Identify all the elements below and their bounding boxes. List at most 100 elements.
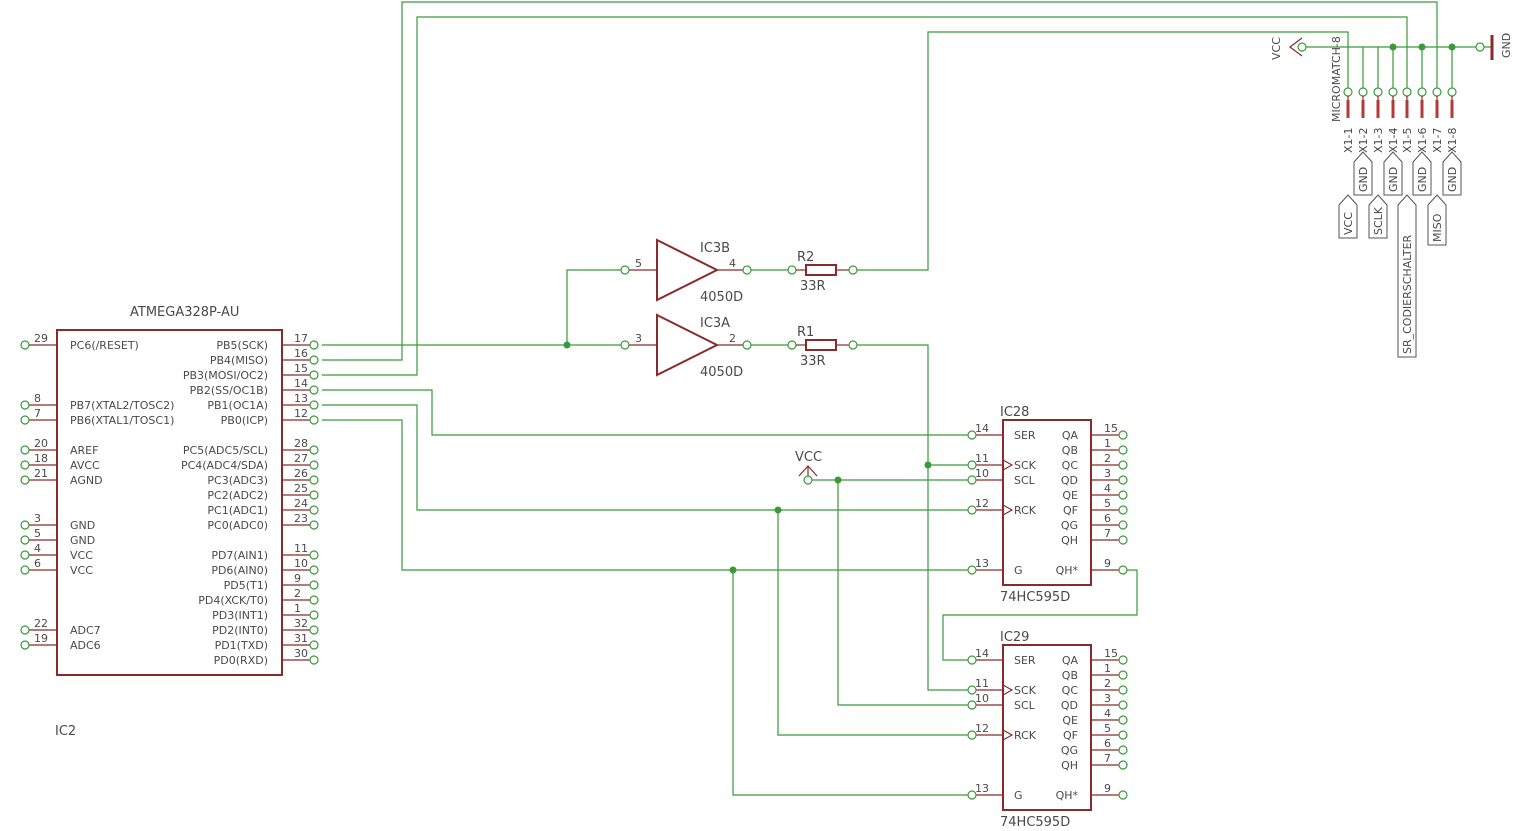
ic2-pin-name: PD5(T1)	[224, 579, 268, 592]
sr-pin-number: 2	[1104, 677, 1111, 690]
connector-name: MICROMATCH-8	[1330, 36, 1343, 122]
sr-pin-number: 1	[1104, 437, 1111, 450]
ic2-pin-number: 16	[294, 347, 308, 360]
ic2-pin-name: PD4(XCK/T0)	[198, 594, 268, 607]
sr-pin-number: 7	[1104, 752, 1111, 765]
ic2-right-pins: 17PB5(SCK)16PB4(MISO)15PB3(MOSI/OC2)14PB…	[181, 332, 319, 667]
ic3b-ref: IC3B	[700, 241, 730, 256]
sr-pin-number: 6	[1104, 512, 1111, 525]
sr-ref: IC28	[1000, 405, 1029, 420]
ic2-pin-number: 13	[294, 392, 308, 405]
ic3b-out-pin: 4	[729, 257, 736, 270]
ic2-pin-number: 20	[34, 437, 48, 450]
sr-pin-name: SCL	[1014, 699, 1036, 712]
ic2-pin-name: VCC	[70, 549, 93, 562]
ic2-pin-number: 8	[34, 392, 41, 405]
connector-pin-label: X1-6	[1416, 127, 1429, 153]
r2-ref: R2	[797, 250, 814, 265]
ic2-pin-name: ADC6	[70, 639, 101, 652]
sr-pin-number: 5	[1104, 722, 1111, 735]
connector-pin-label: X1-2	[1357, 127, 1370, 153]
ic2-pin-number: 29	[34, 332, 48, 345]
vcc-supply-mid: VCC	[795, 450, 822, 485]
ic3a-value: 4050D	[700, 365, 743, 380]
ic3b-in-pin: 5	[635, 257, 642, 270]
sr-pin-number: 2	[1104, 452, 1111, 465]
ic2-pin-number: 28	[294, 437, 308, 450]
ic2-part-label: ATMEGA328P-AU	[130, 305, 239, 320]
ic3b-value: 4050D	[700, 290, 743, 305]
ic2-pin-number: 2	[294, 587, 301, 600]
sr-pin-number: 15	[1104, 647, 1118, 660]
sr-pin-name: QC	[1062, 459, 1079, 472]
ic2-left-pins: 29PC6(/RESET)8PB7(XTAL2/TOSC2)7PB6(XTAL1…	[20, 332, 174, 652]
signal-net-label: VCC	[1338, 194, 1358, 239]
ic2-pin-name: PC6(/RESET)	[70, 339, 139, 352]
sr-pin-name: SCK	[1014, 684, 1037, 697]
gnd-label-text: GND	[1357, 167, 1370, 192]
sr-pin-number: 6	[1104, 737, 1111, 750]
sr-pin-number: 10	[975, 692, 989, 705]
sr-pin-name: QB	[1062, 669, 1078, 682]
ic2-pin-number: 23	[294, 512, 308, 525]
sr-pin-number: 3	[1104, 467, 1111, 480]
sr-pin-name: QF	[1063, 729, 1078, 742]
ic3a-in-pin: 3	[635, 332, 642, 345]
gnd-net-label: GND	[1383, 151, 1403, 196]
ic2-pin-number: 27	[294, 452, 308, 465]
sr-pin-number: 9	[1104, 782, 1111, 795]
sr-pin-name: QH*	[1056, 789, 1079, 802]
ic2-pin-name: PD2(INT0)	[212, 624, 268, 637]
resistor-r1: R1 33R	[787, 325, 858, 369]
ic2-pin-number: 21	[34, 467, 48, 480]
ic2-pin-number: 7	[34, 407, 41, 420]
sr-pin-name: QA	[1062, 429, 1079, 442]
signal-net-label: SCLK	[1368, 194, 1388, 239]
ic2-pin-name: AVCC	[70, 459, 100, 472]
sr-pin-name: G	[1014, 564, 1023, 577]
ic2-pin-name: PB5(SCK)	[216, 339, 268, 352]
sr-pin-name: SER	[1014, 654, 1036, 667]
signal-net-label: SR_CODIERSCHALTER	[1397, 194, 1417, 358]
ic2-pin-name: AGND	[70, 474, 103, 487]
sr-pin-number: 9	[1104, 557, 1111, 570]
ic2-pin-name: PB6(XTAL1/TOSC1)	[70, 414, 174, 427]
ic2-pin-name: PC4(ADC4/SDA)	[181, 459, 268, 472]
ic2-pin-number: 3	[34, 512, 41, 525]
signal-label-text: SCLK	[1372, 206, 1385, 235]
r2-value: 33R	[800, 279, 826, 294]
ic2-pin-number: 17	[294, 332, 308, 345]
ic3a-out-pin: 2	[729, 332, 736, 345]
sr-pin-number: 4	[1104, 707, 1111, 720]
sr-value: 74HC595D	[1000, 815, 1070, 830]
gnd-net-label: GND	[1442, 151, 1462, 196]
resistor-r2: R2 33R	[787, 250, 858, 294]
ic2-pin-name: PD7(AIN1)	[211, 549, 268, 562]
ic2-pin-number: 32	[294, 617, 308, 630]
sr-pin-name: QH	[1061, 534, 1078, 547]
sr-pin-name: SCK	[1014, 459, 1037, 472]
ic2-pin-name: PB0(ICP)	[221, 414, 268, 427]
connector-pin-label: X1-4	[1387, 127, 1400, 153]
net-junctions	[563, 43, 1456, 574]
ic2-pin-name: PB4(MISO)	[210, 354, 268, 367]
signal-label-text: MISO	[1431, 213, 1444, 242]
ic2-pin-name: ADC7	[70, 624, 101, 637]
ic2-pin-number: 24	[294, 497, 308, 510]
ic2-pin-name: GND	[70, 534, 95, 547]
sr-pin-name: QA	[1062, 654, 1079, 667]
ic2-pin-number: 9	[294, 572, 301, 585]
sr-pin-name: QE	[1062, 489, 1078, 502]
ic2-pin-number: 14	[294, 377, 308, 390]
sr-pin-number: 15	[1104, 422, 1118, 435]
ic2-pin-number: 6	[34, 557, 41, 570]
sr-pin-name: QF	[1063, 504, 1078, 517]
sr-pin-number: 7	[1104, 527, 1111, 540]
ic2-pin-number: 15	[294, 362, 308, 375]
signal-net-label: MISO	[1427, 194, 1447, 246]
vcc-supply-top: VCC	[1270, 37, 1307, 60]
sr-pin-name: RCK	[1014, 729, 1037, 742]
sr-pin-name: QB	[1062, 444, 1078, 457]
ic2-microcontroller: ATMEGA328P-AU IC2 29PC6(/RESET)8PB7(XTAL…	[20, 305, 319, 739]
